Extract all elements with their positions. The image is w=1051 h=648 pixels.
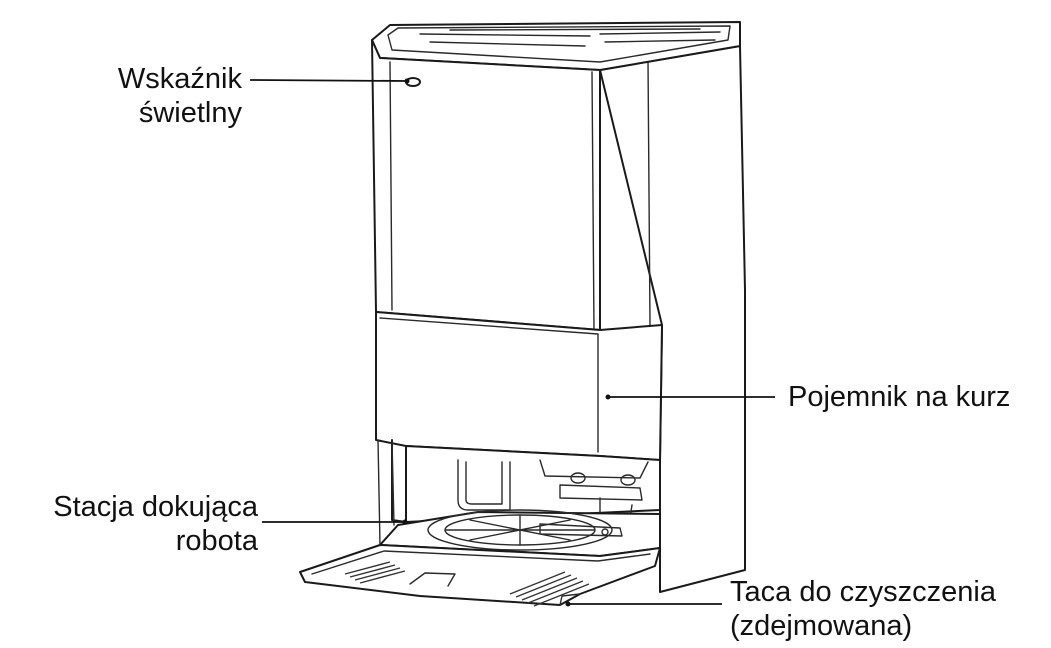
internal-mechanism: [457, 459, 649, 519]
label-tray-line1: Taca do czyszczenia: [730, 576, 996, 608]
label-dust-bin: Pojemnik na kurz: [788, 380, 1010, 414]
label-tray: Taca do czyszczenia (zdejmowana): [730, 575, 996, 643]
leader-indicator: [249, 79, 408, 82]
upper-body-front: [371, 39, 601, 331]
label-light-indicator-line1: Wskaźnik: [117, 63, 242, 95]
label-dock-line2: robota: [175, 525, 258, 557]
label-dock-line1: Stacja dokująca: [53, 491, 258, 523]
dust-bin: [375, 311, 663, 461]
tray-hatching-left: [344, 561, 406, 584]
lid-grille: [419, 28, 721, 47]
label-light-indicator-line2: świetlny: [138, 97, 242, 129]
robot-dock-wheel: [427, 509, 623, 551]
label-dock: Stacja dokująca robota: [10, 490, 258, 558]
label-light-indicator: Wskaźnik świetlny: [96, 62, 242, 130]
label-dust-bin-line1: Pojemnik na kurz: [788, 381, 1011, 413]
tray-hatching-right: [509, 571, 590, 607]
label-tray-line2: (zdejmowana): [730, 610, 913, 642]
